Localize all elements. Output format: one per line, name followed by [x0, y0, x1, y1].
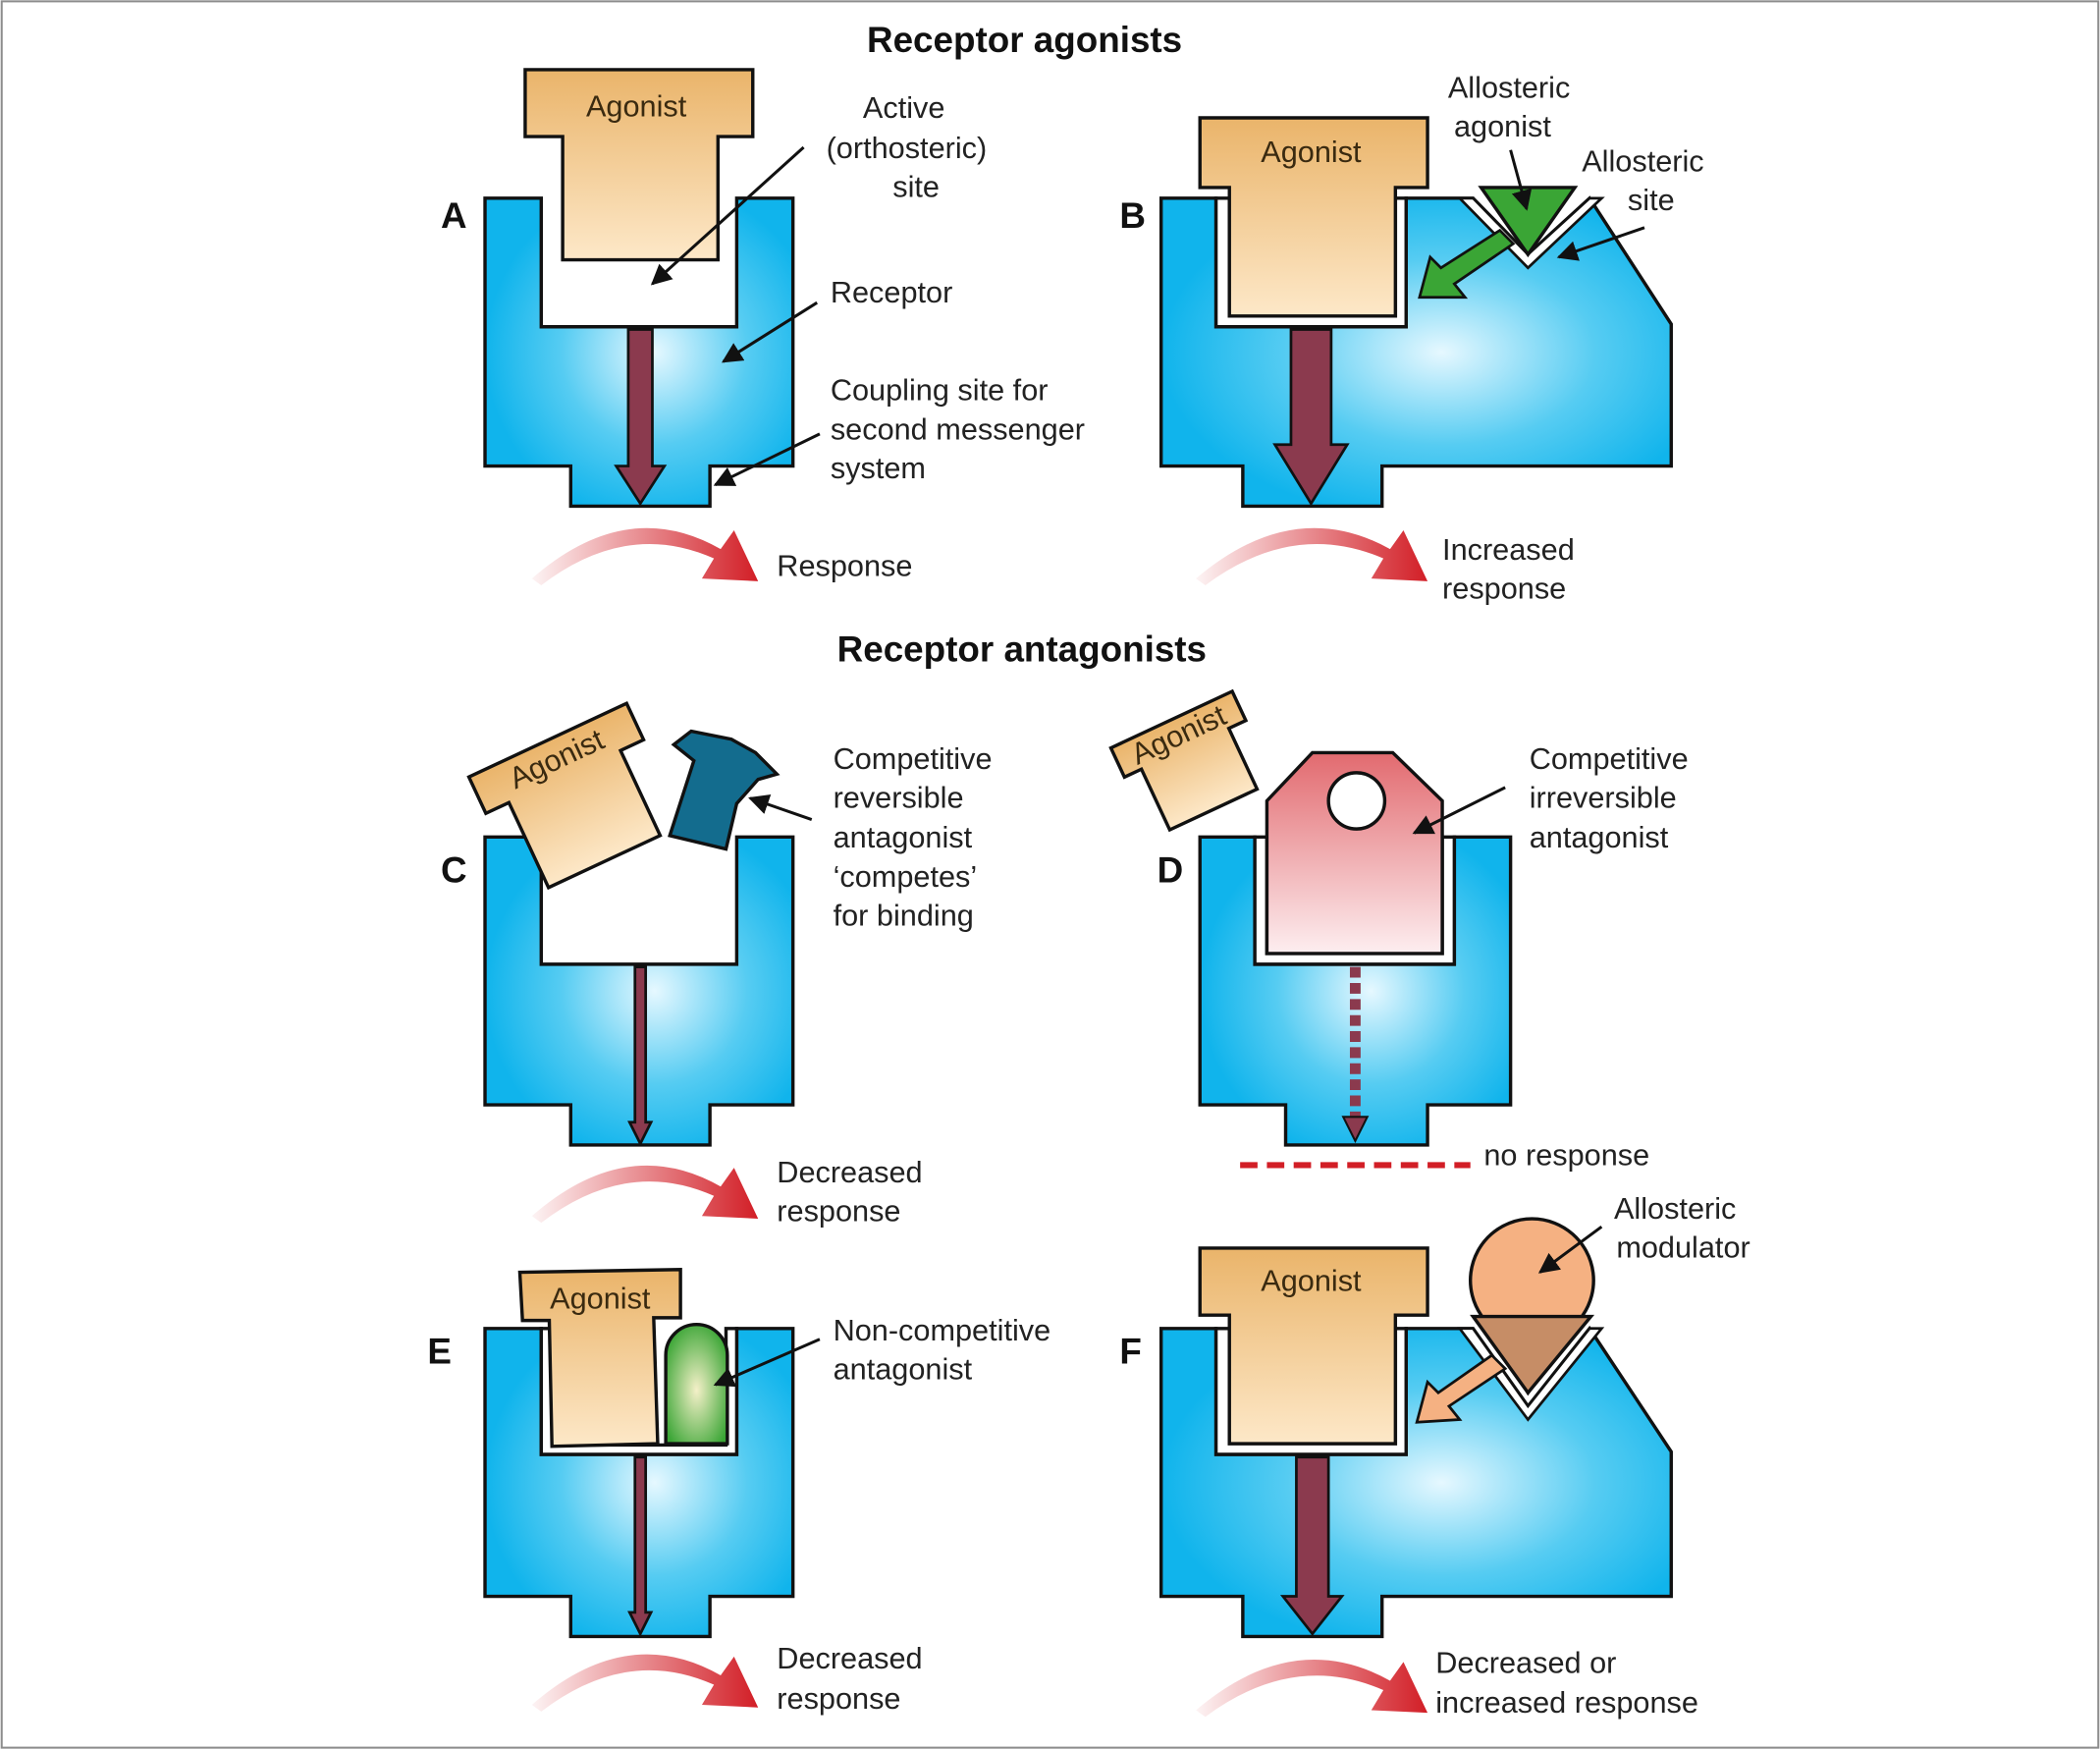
noncompetitive-antagonist — [664, 1323, 729, 1446]
leader-arrow-icon — [650, 145, 805, 286]
signal-arrow-b — [1272, 328, 1350, 507]
active-site-label: Active (orthosteric) site — [827, 90, 996, 203]
agonist-label-a: Agonist — [586, 89, 687, 124]
response-label-c: Decreased response — [777, 1155, 931, 1229]
signal-arrow-f — [1279, 1455, 1345, 1636]
allosteric-agonist-shape — [1478, 186, 1579, 258]
coupling-site-label: Coupling site for second messenger syste… — [831, 373, 1094, 485]
curved-arrow-icon — [531, 1165, 759, 1224]
competitive-irreversible-antagonist — [1265, 750, 1444, 956]
curved-arrow-icon — [531, 527, 759, 585]
leader-arrow-icon — [1509, 149, 1533, 211]
agonist-label-e: Agonist — [550, 1281, 651, 1315]
signal-arrow-c — [627, 965, 654, 1147]
leader-arrow-icon — [713, 432, 821, 487]
title-agonists: Receptor agonists — [867, 20, 1182, 60]
title-antagonists: Receptor antagonists — [837, 629, 1207, 670]
signal-arrow-a — [614, 328, 668, 507]
allosteric-modulator-label: Allosteric modulator — [1614, 1191, 1750, 1265]
noncompetitive-label: Non-competitive antagonist — [834, 1313, 1059, 1387]
allosteric-agonist-label: Allosteric agonist — [1448, 71, 1579, 144]
allosteric-effect-arrow — [1418, 228, 1516, 300]
curved-arrow-icon — [531, 1654, 759, 1712]
agonist-a — [523, 68, 755, 262]
panel-b: B Agonist Allosteric agonist Allosteric … — [1119, 71, 1712, 606]
receptor-label: Receptor — [831, 275, 952, 309]
panel-d: D Agonist Competitive irreversible antag… — [1108, 688, 1696, 1172]
panel-letter-d: D — [1158, 850, 1184, 891]
agonist-e — [517, 1268, 682, 1448]
response-label-b: Increased response — [1442, 532, 1583, 606]
curved-arrow-icon — [1196, 527, 1428, 585]
blocked-signal-arrowhead — [1341, 1116, 1370, 1144]
allosteric-site-label: Allosteric site — [1582, 144, 1712, 218]
response-label-e: Decreased response — [777, 1641, 931, 1716]
agonist-b — [1198, 116, 1429, 318]
panel-letter-a: A — [441, 195, 467, 236]
signal-arrow-e — [627, 1455, 654, 1637]
panel-letter-f: F — [1119, 1331, 1141, 1371]
leader-arrow-icon — [721, 301, 819, 363]
irreversible-binding-hole — [1326, 771, 1387, 831]
panel-f: F Agonist Allosteric modulator Decreased… — [1119, 1191, 1750, 1720]
curved-arrow-icon — [1196, 1660, 1428, 1718]
response-label-d: no response — [1483, 1137, 1649, 1172]
competitive-reversible-antagonist — [668, 729, 781, 851]
panel-a: A Agonist Active (orthosteric) site Rece… — [441, 68, 1094, 585]
panel-e: E Agonist Non-competitive antagonist Dec… — [427, 1268, 1059, 1716]
panel-letter-e: E — [427, 1331, 452, 1371]
modulator-effect-arrow — [1415, 1353, 1508, 1424]
competitive-reversible-label: Competitive reversible antagonist ‘compe… — [834, 741, 1000, 933]
leader-arrow-icon — [1412, 786, 1506, 835]
response-label-a: Response — [777, 548, 912, 582]
allosteric-site-notch-f — [1457, 1327, 1605, 1422]
agonist-label-b: Agonist — [1261, 135, 1362, 169]
competitive-irreversible-label: Competitive irreversible antagonist — [1530, 741, 1696, 854]
allosteric-modulator-base — [1470, 1314, 1595, 1396]
leader-arrow-icon — [1537, 1225, 1603, 1274]
agonist-label-f: Agonist — [1261, 1264, 1362, 1298]
panel-letter-b: B — [1119, 195, 1146, 236]
panel-letter-c: C — [441, 850, 467, 891]
allosteric-modulator-shape — [1469, 1217, 1595, 1396]
leader-arrow-icon — [748, 794, 813, 822]
leader-arrow-icon — [1556, 226, 1645, 261]
leader-arrow-icon — [713, 1338, 821, 1388]
response-label-f: Decreased or increased response — [1435, 1645, 1698, 1720]
agonist-f — [1198, 1246, 1429, 1446]
panel-c: C Agonist Competitive reversible antagon… — [441, 700, 1000, 1229]
